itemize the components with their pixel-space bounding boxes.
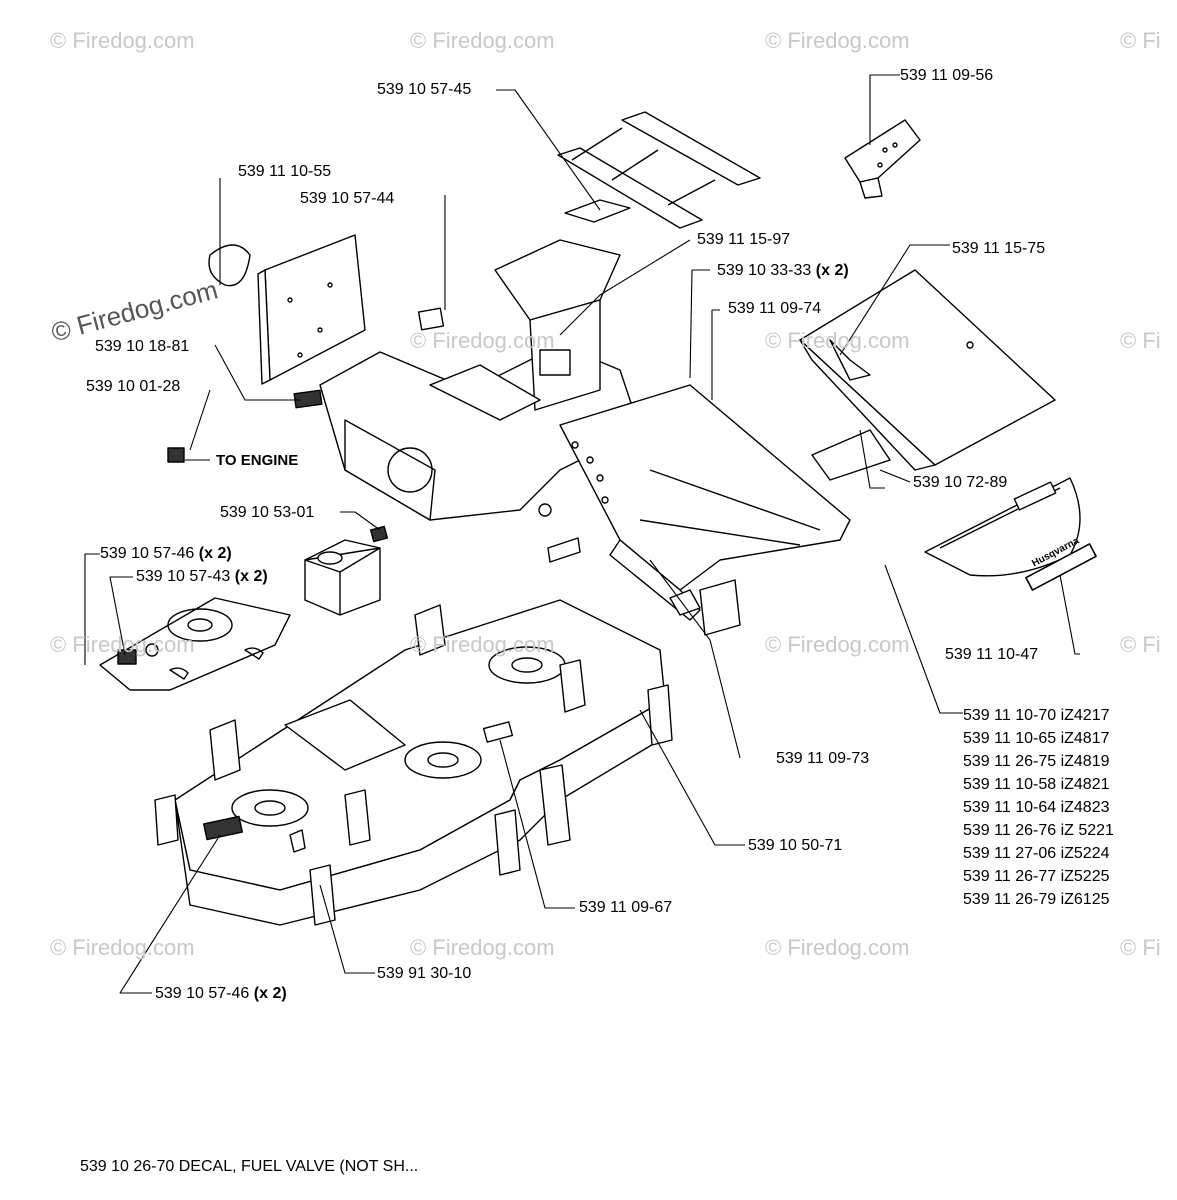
watermark: © Fi — [1120, 28, 1161, 53]
part-quantity: (x 2) — [253, 985, 287, 1002]
part-label: 539 11 09-56 — [900, 67, 994, 84]
part-label: 539 10 72-89 — [913, 474, 1008, 491]
shield-part — [208, 244, 251, 287]
watermark: © Firedog.com — [410, 632, 555, 657]
variant-item: 539 11 26-75 iZ4819 — [963, 753, 1110, 770]
watermark: © Firedog.com — [765, 935, 910, 960]
variant-item: 539 11 26-79 iZ6125 — [963, 891, 1110, 908]
part-label: 539 11 09-73 — [776, 750, 870, 767]
part-label: 539 10 57-44 — [300, 190, 395, 207]
watermark: © Firedog.com — [50, 632, 195, 657]
main-chassis-frame — [319, 239, 851, 636]
part-quantity: (x 2) — [198, 545, 232, 562]
floor-pan-part — [799, 269, 1056, 481]
variant-item: 539 11 26-77 iZ5225 — [963, 868, 1110, 885]
top-bracket-part — [557, 111, 761, 229]
watermark: © Firedog.com — [410, 28, 555, 53]
watermark: © Firedog.com — [410, 328, 555, 353]
part-label: 539 10 57-46 (x 2) — [100, 545, 232, 563]
variant-item: 539 11 27-06 iZ5224 — [963, 845, 1110, 862]
brand-decal-part — [1025, 543, 1097, 591]
footnote: 539 10 26-70 DECAL, FUEL VALVE (NOT SH..… — [80, 1158, 419, 1175]
variant-list: 539 11 10-70 iZ4217 539 11 10-65 iZ4817 … — [963, 704, 1114, 911]
part-quantity: (x 2) — [815, 262, 849, 279]
part-number: 539 10 57-43 — [136, 568, 231, 585]
variant-item: 539 11 10-70 iZ4217 — [963, 707, 1110, 724]
side-panel-part — [257, 234, 366, 385]
part-label: 539 91 30-10 — [377, 965, 472, 982]
part-label: 539 10 18-81 — [95, 338, 190, 355]
part-label: 539 10 33-33 (x 2) — [717, 262, 849, 280]
part-number: 539 10 57-46 — [100, 545, 195, 562]
variant-item: 539 11 10-64 iZ4823 — [963, 799, 1110, 816]
part-label: 539 10 57-46 (x 2) — [155, 985, 287, 1003]
watermark: © Firedog.com — [410, 935, 555, 960]
mower-deck-part — [154, 599, 673, 926]
part-label: 539 11 09-67 — [579, 899, 673, 916]
watermark: © Fi — [1120, 632, 1161, 657]
belt-cover-part — [99, 597, 291, 691]
variant-item: 539 11 10-58 iZ4821 — [963, 776, 1110, 793]
variant-item: 539 11 26-76 iZ 5221 — [963, 822, 1114, 839]
watermark: © Firedog.com — [765, 28, 910, 53]
part-label: 539 10 57-43 (x 2) — [136, 568, 268, 586]
watermark: © Firedog.com — [50, 935, 195, 960]
watermark: © Firedog.com — [50, 28, 195, 53]
watermark: © Fi — [1120, 328, 1161, 353]
part-label: 539 11 15-75 — [952, 240, 1046, 257]
part-number: 539 10 57-46 — [155, 985, 250, 1002]
leader-lines — [84, 74, 1080, 994]
small-bracket-part — [844, 119, 921, 199]
part-label: 539 10 57-45 — [377, 81, 472, 98]
watermark: © Firedog.com — [765, 328, 910, 353]
part-label: 539 10 53-01 — [220, 504, 315, 521]
watermark: © Fi — [1120, 935, 1161, 960]
part-label: 539 11 15-97 — [697, 231, 791, 248]
to-engine-label: TO ENGINE — [216, 452, 299, 469]
part-number: 539 10 33-33 — [717, 262, 812, 279]
variant-item: 539 11 10-65 iZ4817 — [963, 730, 1110, 747]
part-quantity: (x 2) — [234, 568, 268, 585]
part-label: 539 10 50-71 — [748, 837, 843, 854]
watermark: © Firedog.com — [765, 632, 910, 657]
part-label: 539 11 10-47 — [945, 646, 1039, 663]
part-label: 539 10 01-28 — [86, 378, 181, 395]
part-label: 539 11 09-74 — [728, 300, 822, 317]
fuel-tank-part — [304, 525, 389, 616]
part-label: 539 11 10-55 — [238, 163, 332, 180]
